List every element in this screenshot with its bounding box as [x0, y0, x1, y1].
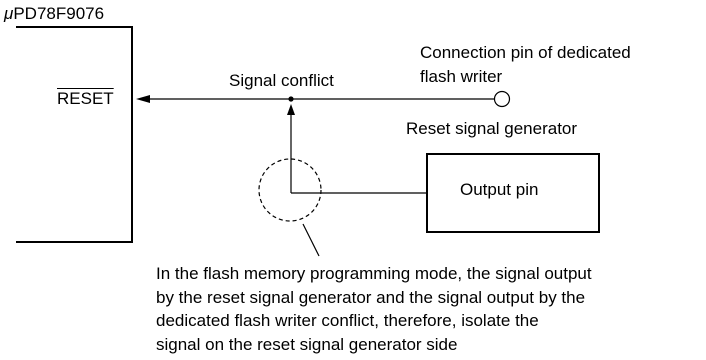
- junction-dot: [288, 96, 294, 102]
- isolation-circle: [258, 158, 322, 222]
- generator-arrow-head: [287, 104, 295, 115]
- chip-name-label: μPD78F9076: [4, 4, 105, 23]
- reset-signal-generator-box: [426, 153, 600, 233]
- output-pin-label: Output pin: [460, 180, 539, 199]
- note-line: signal on the reset signal generator sid…: [156, 334, 458, 354]
- note-line: by the reset signal generator and the si…: [156, 287, 586, 307]
- isolation-note: In the flash memory programming mode, th…: [156, 262, 701, 356]
- writer-connection-pin: [493, 90, 511, 108]
- reset-pin-label: RESET: [57, 89, 114, 108]
- note-line: In the flash memory programming mode, th…: [156, 264, 592, 283]
- note-pointer-line: [302, 223, 320, 257]
- reset-arrow-head: [136, 95, 150, 103]
- microcontroller-block: [16, 26, 133, 243]
- note-line: dedicated flash writer conflict, therefo…: [156, 311, 539, 330]
- reset-generator-title: Reset signal generator: [406, 119, 578, 138]
- signal-conflict-label: Signal conflict: [229, 71, 334, 90]
- writer-pin-label: Connection pin of dedicated flash writer: [420, 43, 631, 86]
